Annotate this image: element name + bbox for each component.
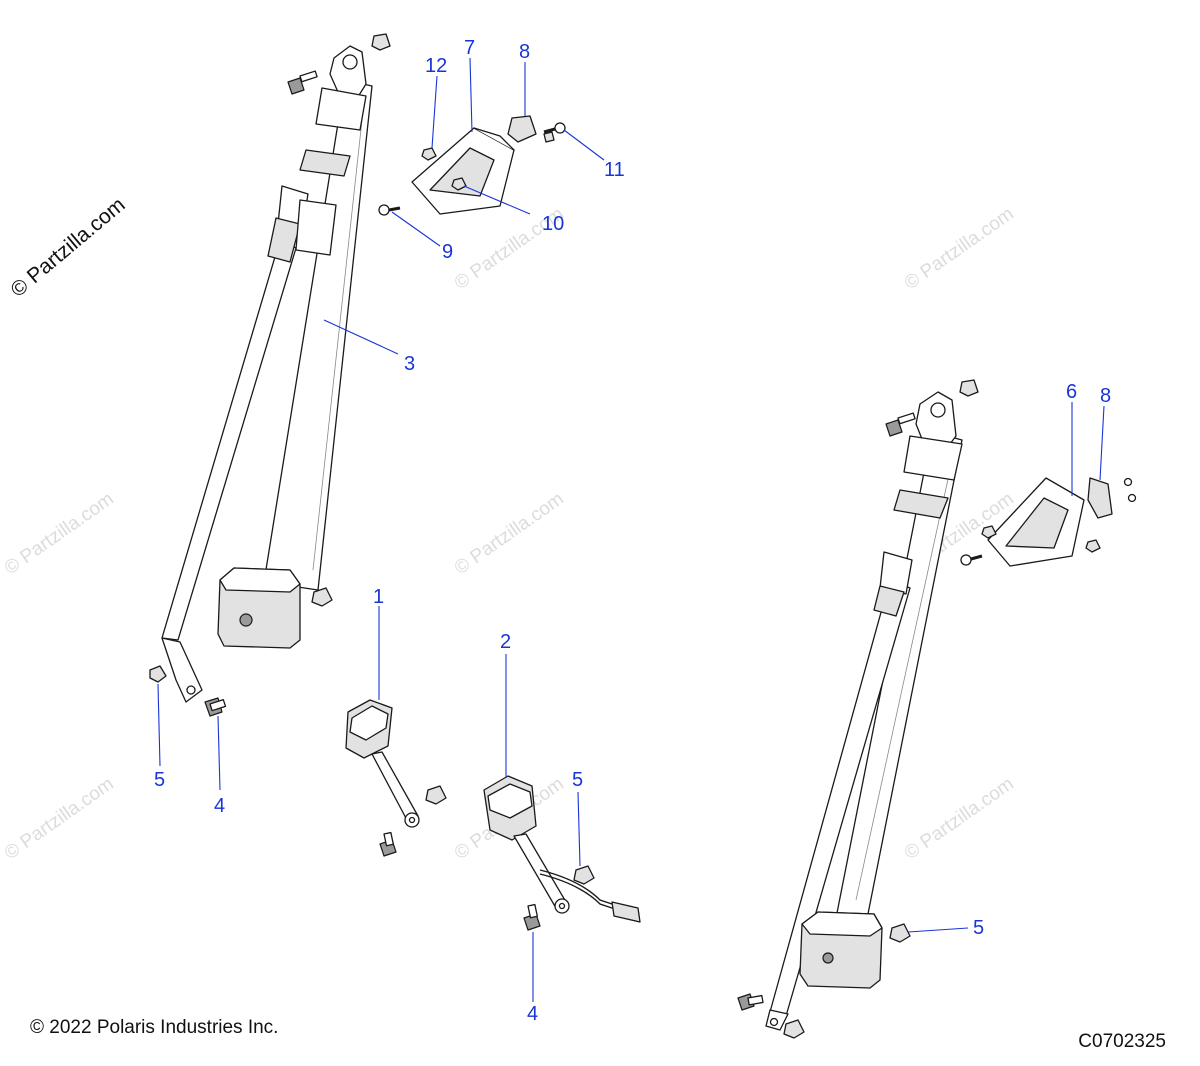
callout-1: 1: [373, 586, 384, 608]
watermark-text: © Partzilla.com: [1, 488, 118, 579]
left-webbing-guide: [315, 87, 367, 131]
copyright-notice: © 2022 Polaris Industries Inc.: [30, 1017, 279, 1038]
left-seat-belt-assembly: [149, 33, 391, 717]
drawing-number: C0702325: [1078, 1031, 1166, 1052]
buckle-1-nut: [425, 785, 447, 805]
callout-5a: 5: [154, 769, 165, 791]
right-upper-nut: [959, 379, 979, 397]
left-upper-nut: [371, 33, 391, 51]
left-mounting-bracket: [378, 115, 566, 216]
buckle-2-bolt: [523, 903, 541, 931]
callout-9: 9: [442, 241, 453, 263]
left-lower-bolt: [204, 697, 227, 717]
right-seat-belt-assembly: [737, 379, 979, 1039]
watermark-text: © Partzilla.com: [901, 203, 1018, 294]
screw-11: [543, 122, 566, 134]
left-upper-bolt: [287, 70, 318, 95]
buckle-2: [483, 775, 641, 931]
watermark-text: © Partzilla.com: [901, 773, 1018, 864]
nut-10: [451, 177, 467, 191]
buckle-2-nut: [573, 865, 595, 885]
buckle-2-connector: [611, 901, 641, 923]
callout-12: 12: [425, 55, 447, 77]
right-mounting-bracket: [960, 477, 1137, 567]
callout-4b: 4: [527, 1003, 538, 1025]
watermark-text: © Partzilla.com: [451, 488, 568, 579]
right-lower-nut: [783, 1019, 805, 1039]
buckle-1: [345, 699, 447, 857]
callout-11: 11: [604, 159, 625, 181]
callout-4a: 4: [214, 795, 225, 817]
right-lower-bolt: [737, 993, 764, 1011]
left-lap-anchor-plate: [161, 637, 203, 703]
callout-2: 2: [500, 631, 511, 653]
callout-3: 3: [404, 353, 415, 375]
screw-9: [378, 204, 401, 216]
watermarks: © Partzilla.com © Partzilla.com © Partzi…: [1, 193, 1018, 864]
right-retractor-nut: [889, 923, 911, 943]
right-bracket-screw: [960, 554, 983, 566]
callout-6: 6: [1066, 381, 1077, 403]
callouts: 1 2 3 4 4 5 5 5 6 7 8 8 9 10 11 12: [154, 37, 1111, 1025]
callout-5c: 5: [973, 917, 984, 939]
callout-5b: 5: [572, 769, 583, 791]
right-latch-plate: [879, 551, 913, 595]
right-upper-bolt: [885, 412, 916, 437]
buckle-1-bolt: [379, 831, 397, 857]
left-bracket-cap: [507, 115, 537, 143]
watermark-primary: © Partzilla.com: [6, 193, 129, 302]
left-lower-nut: [149, 665, 167, 683]
nut-12: [421, 147, 437, 161]
callout-7: 7: [464, 37, 475, 59]
callout-8b: 8: [1100, 385, 1111, 407]
watermark-text: © Partzilla.com: [1, 773, 118, 864]
callout-8a: 8: [519, 41, 530, 63]
leader-lines: [157, 57, 1105, 1002]
right-bracket-cap: [1087, 477, 1113, 519]
callout-10: 10: [542, 213, 564, 235]
left-retractor-nut: [311, 587, 333, 607]
